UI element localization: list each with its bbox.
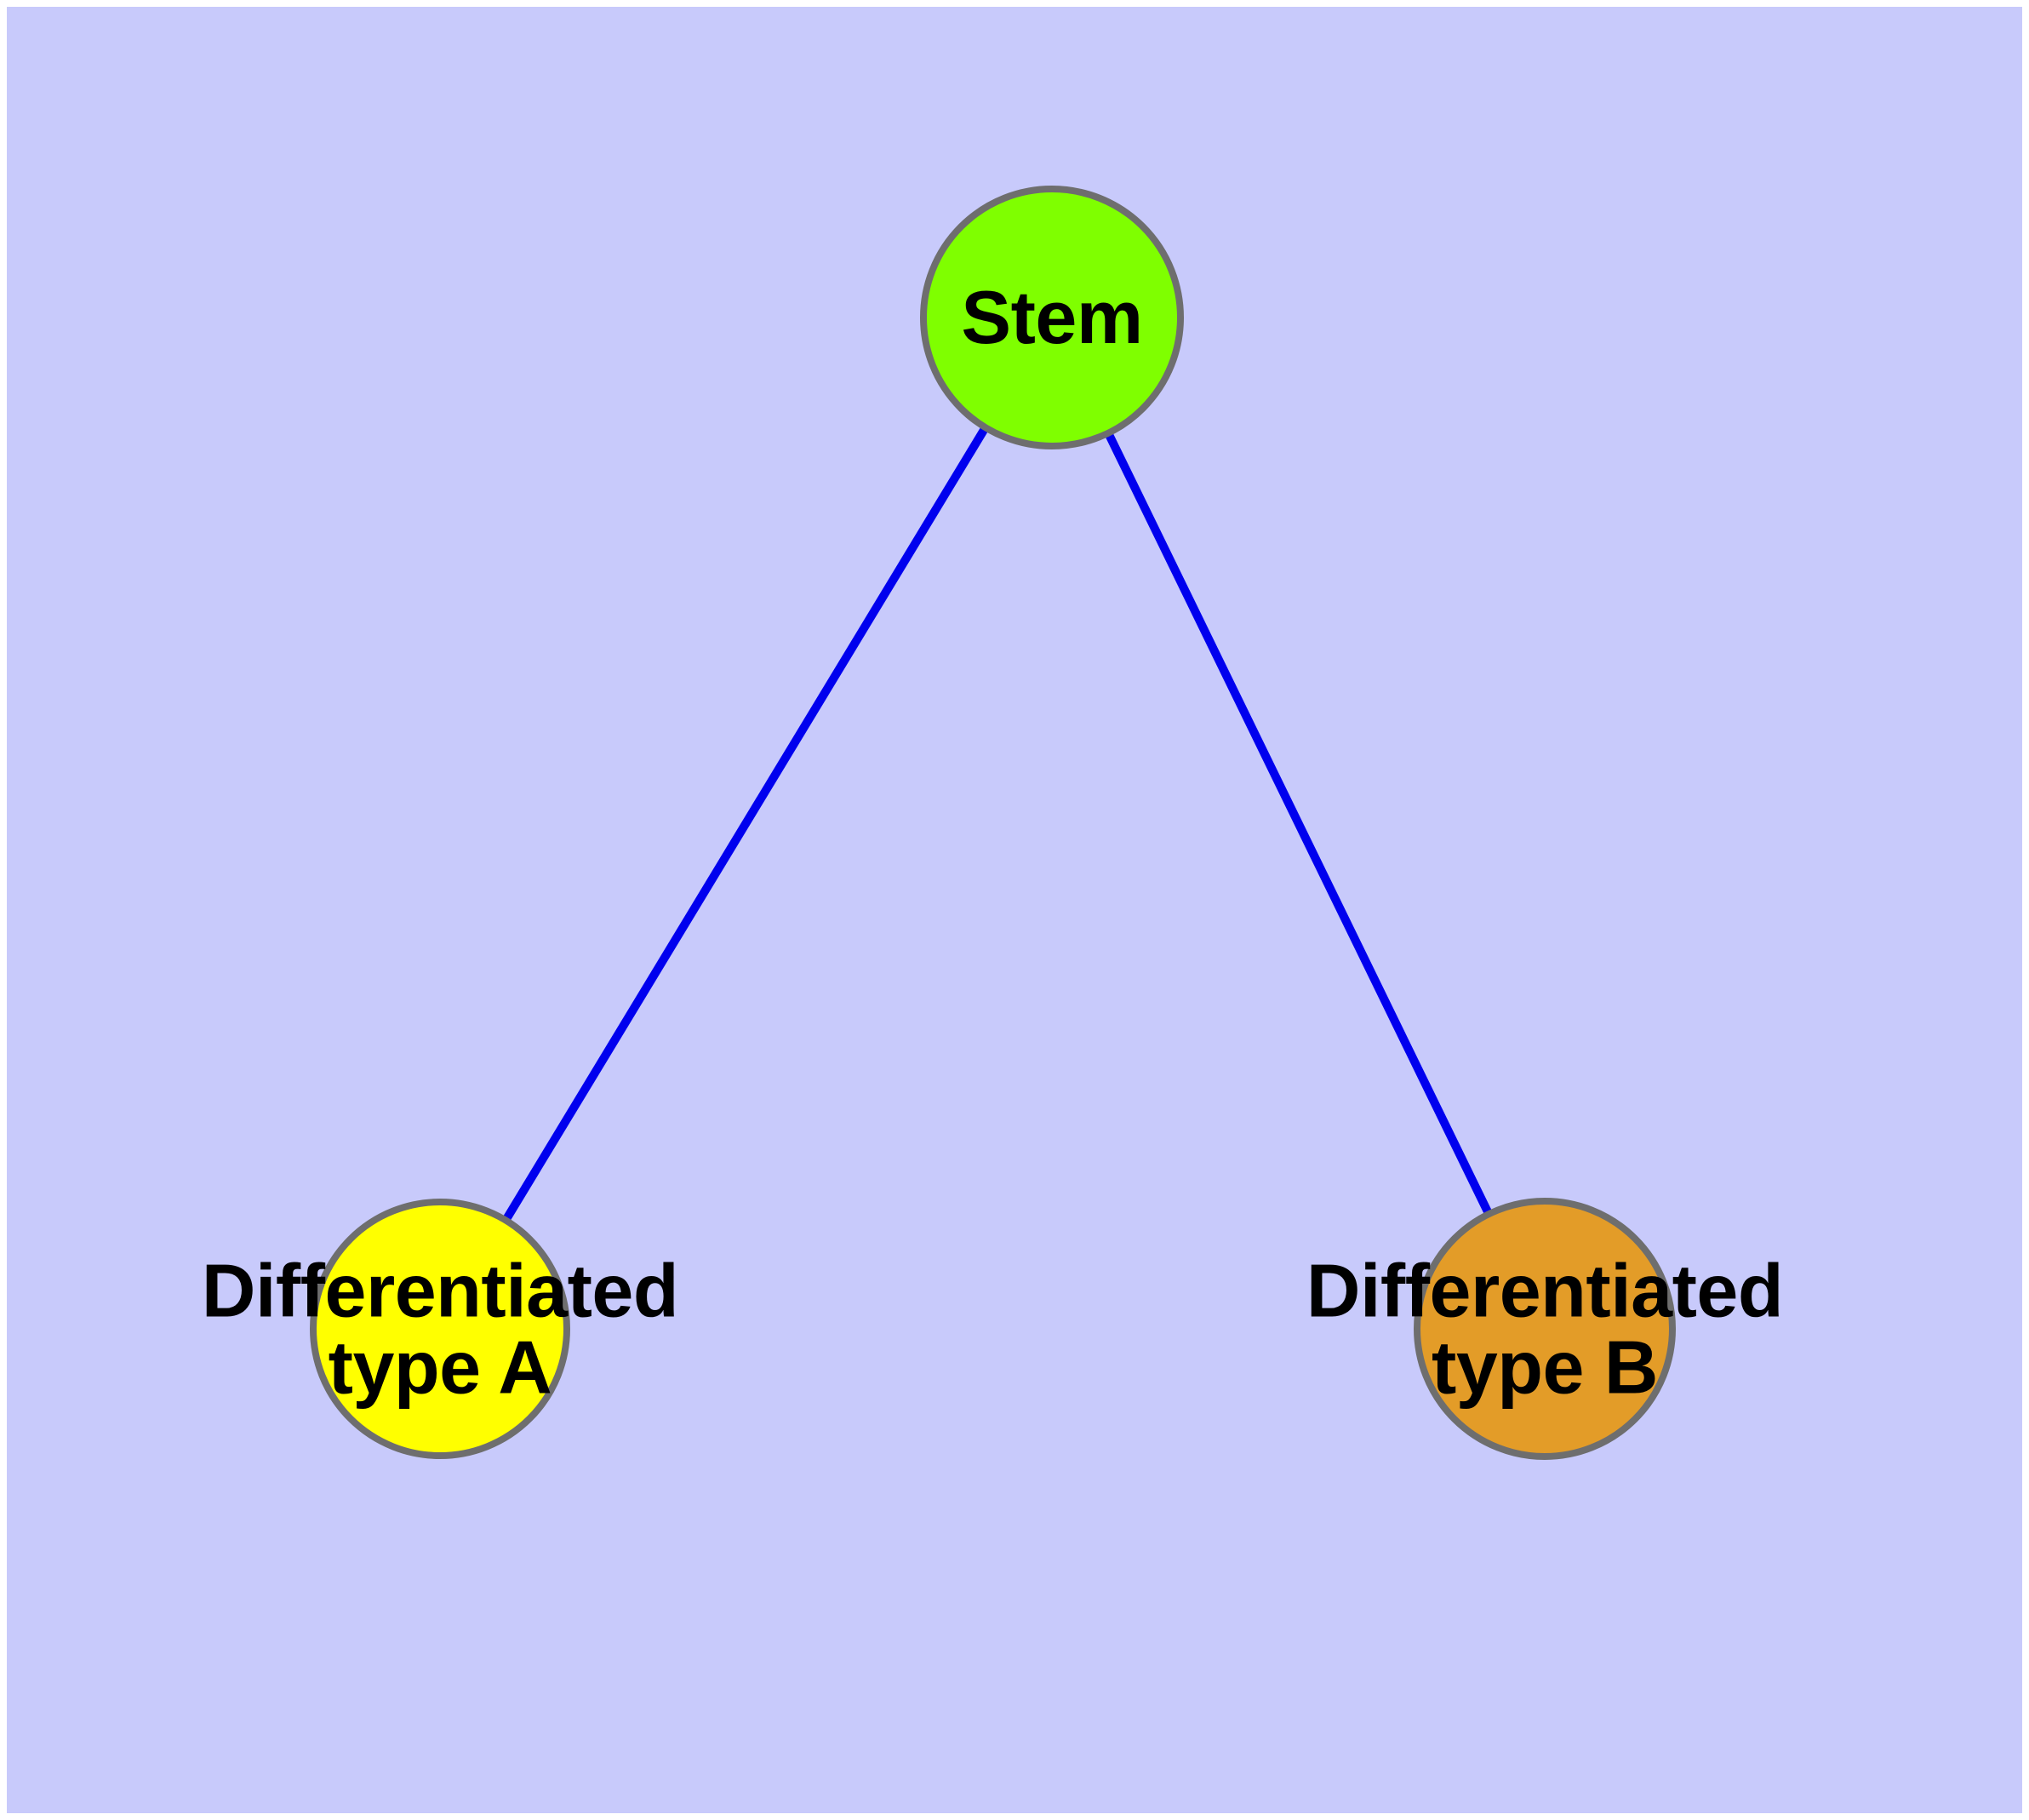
graph-svg	[310, 186, 1676, 1460]
node-stem[interactable]	[920, 186, 1184, 449]
node-diff-a[interactable]	[310, 1199, 570, 1459]
nodes-layer	[310, 186, 1676, 1460]
node-diff-b[interactable]	[1414, 1198, 1676, 1460]
edges-layer	[502, 426, 1492, 1222]
edge-stem-b[interactable]	[1105, 432, 1492, 1215]
edge-stem-a[interactable]	[502, 426, 989, 1222]
